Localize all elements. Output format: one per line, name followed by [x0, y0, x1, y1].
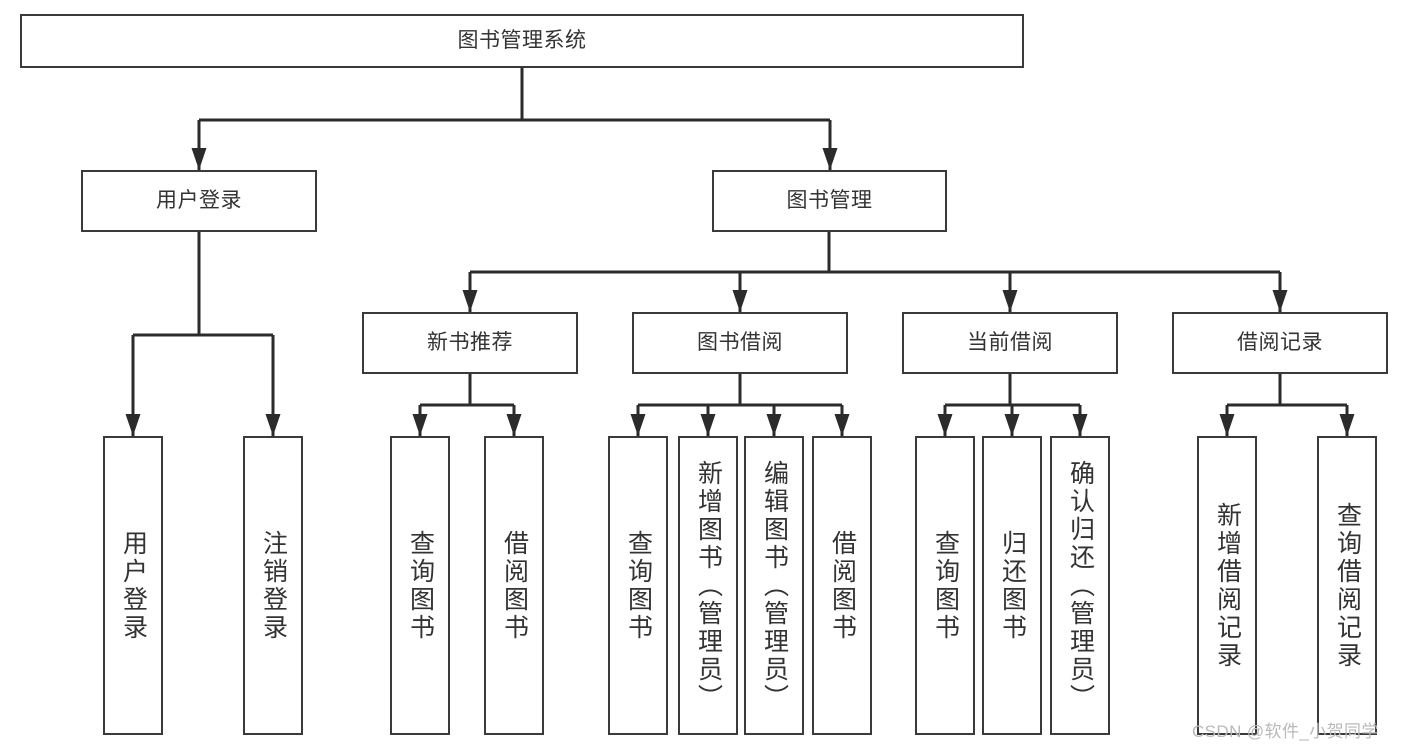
node-label: 编辑图书（管理员） — [760, 459, 789, 712]
node-label: 图书管理系统 — [457, 29, 587, 53]
node-label: 归还图书 — [998, 529, 1027, 642]
conn-current-borrow-arrowhead-2 — [1072, 414, 1088, 436]
node-label: 新增借阅记录 — [1213, 501, 1242, 670]
node-label: 借阅图书 — [500, 529, 529, 642]
node-label: 确认归还（管理员） — [1066, 459, 1095, 712]
node-label: 查询图书 — [931, 529, 960, 642]
conn-root-arrowhead-0 — [191, 148, 207, 170]
conn-book-manage-arrowhead-0 — [462, 290, 478, 312]
node-label: 用户登录 — [119, 529, 148, 642]
node-borrow-record[interactable]: 借阅记录 — [1172, 312, 1388, 374]
conn-new-book-rec-arrowhead-1 — [506, 414, 522, 436]
node-book-borrow[interactable]: 图书借阅 — [632, 312, 848, 374]
node-label: 当前借阅 — [967, 331, 1053, 355]
conn-user-login-arrowhead-0 — [125, 414, 141, 436]
conn-current-borrow-arrowhead-0 — [937, 414, 953, 436]
node-leaf-borrow-book[interactable]: 借阅图书 — [812, 436, 872, 735]
node-leaf-return-book[interactable]: 归还图书 — [982, 436, 1042, 735]
node-leaf-borrow-book-rec[interactable]: 借阅图书 — [484, 436, 544, 735]
conn-borrow-record-arrowhead-1 — [1339, 414, 1355, 436]
node-root[interactable]: 图书管理系统 — [20, 14, 1024, 68]
node-leaf-query-book-borrow[interactable]: 查询图书 — [608, 436, 668, 735]
node-label: 用户登录 — [156, 189, 242, 213]
node-new-book-rec[interactable]: 新书推荐 — [362, 312, 578, 374]
node-label: 注销登录 — [259, 529, 288, 642]
conn-current-borrow-arrowhead-1 — [1004, 414, 1020, 436]
conn-book-borrow-arrowhead-3 — [834, 414, 850, 436]
node-current-borrow[interactable]: 当前借阅 — [902, 312, 1118, 374]
node-label: 新书推荐 — [427, 331, 513, 355]
conn-book-manage-arrowhead-2 — [1002, 290, 1018, 312]
node-book-manage[interactable]: 图书管理 — [712, 170, 947, 232]
node-label: 查询图书 — [406, 529, 435, 642]
conn-root-arrowhead-1 — [822, 148, 838, 170]
watermark-label: CSDN @软件_小贺同学 — [1192, 722, 1379, 741]
node-label: 借阅记录 — [1237, 331, 1323, 355]
node-label: 查询图书 — [624, 529, 653, 642]
node-leaf-add-book-admin[interactable]: 新增图书（管理员） — [678, 436, 738, 735]
node-label: 图书管理 — [786, 189, 873, 213]
node-label: 查询借阅记录 — [1333, 501, 1362, 670]
conn-book-manage-arrowhead-1 — [732, 290, 748, 312]
node-user-login[interactable]: 用户登录 — [81, 170, 317, 232]
conn-book-borrow-arrowhead-2 — [766, 414, 782, 436]
node-leaf-query-book-current[interactable]: 查询图书 — [915, 436, 975, 735]
conn-book-manage-arrowhead-3 — [1272, 290, 1288, 312]
node-leaf-confirm-return-admin[interactable]: 确认归还（管理员） — [1050, 436, 1110, 735]
conn-borrow-record-arrowhead-0 — [1219, 414, 1235, 436]
node-label: 图书借阅 — [697, 331, 783, 355]
conn-user-login-arrowhead-1 — [265, 414, 281, 436]
node-leaf-add-borrow-record[interactable]: 新增借阅记录 — [1197, 436, 1257, 735]
node-leaf-logout[interactable]: 注销登录 — [243, 436, 303, 735]
node-leaf-query-book-rec[interactable]: 查询图书 — [390, 436, 450, 735]
conn-book-borrow-arrowhead-1 — [700, 414, 716, 436]
node-label: 新增图书（管理员） — [694, 459, 723, 712]
node-leaf-query-borrow-record[interactable]: 查询借阅记录 — [1317, 436, 1377, 735]
conn-book-borrow-arrowhead-0 — [630, 414, 646, 436]
node-label: 借阅图书 — [828, 529, 857, 642]
node-leaf-edit-book-admin[interactable]: 编辑图书（管理员） — [744, 436, 804, 735]
conn-new-book-rec-arrowhead-0 — [412, 414, 428, 436]
node-leaf-user-login[interactable]: 用户登录 — [103, 436, 163, 735]
